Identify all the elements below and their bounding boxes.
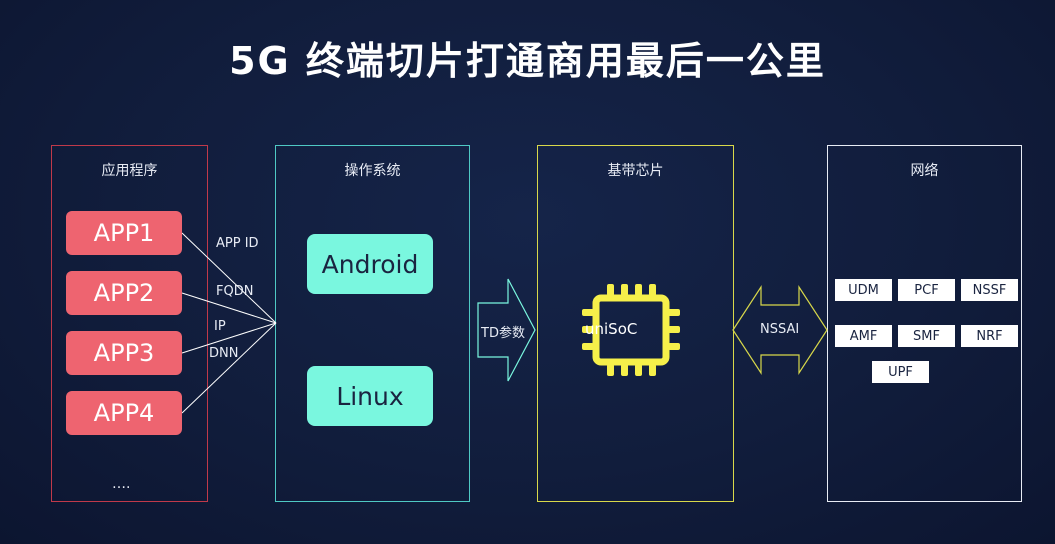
app-ellipsis: …. bbox=[112, 476, 131, 492]
app-button-3: APP3 bbox=[66, 331, 182, 375]
chip-icon bbox=[582, 284, 680, 376]
link-label-dnn: DNN bbox=[209, 346, 239, 361]
app-button-1: APP1 bbox=[66, 211, 182, 255]
nf-upf: UPF bbox=[872, 361, 929, 383]
network-panel: 网络 bbox=[827, 145, 1022, 502]
network-panel-label: 网络 bbox=[910, 163, 939, 179]
os-linux: Linux bbox=[307, 366, 433, 426]
td-arrow-label: TD参数 bbox=[481, 326, 525, 341]
link-label-ip: IP bbox=[214, 319, 226, 334]
app-panel: 应用程序 bbox=[51, 145, 208, 502]
baseband-panel: 基带芯片 bbox=[537, 145, 734, 502]
link-label-app-id: APP ID bbox=[216, 236, 259, 251]
connector-app3 bbox=[181, 322, 277, 354]
app-button-2: APP2 bbox=[66, 271, 182, 315]
page-title: 5G 终端切片打通商用最后一公里 bbox=[229, 39, 826, 83]
os-panel-label: 操作系统 bbox=[344, 163, 401, 179]
link-label-fqdn: FQDN bbox=[216, 284, 254, 299]
nf-smf: SMF bbox=[898, 325, 955, 347]
os-android: Android bbox=[307, 234, 433, 294]
app-panel-label: 应用程序 bbox=[101, 163, 158, 179]
nssai-arrow bbox=[732, 284, 828, 376]
nf-pcf: PCF bbox=[898, 279, 955, 301]
connector-app2 bbox=[181, 292, 277, 324]
connector-app1 bbox=[181, 232, 277, 324]
nf-nrf: NRF bbox=[961, 325, 1018, 347]
app-button-4: APP4 bbox=[66, 391, 182, 435]
chip-label: uniSoC bbox=[585, 320, 638, 338]
nf-nssf: NSSF bbox=[961, 279, 1018, 301]
nssai-label: NSSAI bbox=[760, 322, 800, 337]
nf-udm: UDM bbox=[835, 279, 892, 301]
baseband-panel-label: 基带芯片 bbox=[607, 163, 664, 179]
nf-amf: AMF bbox=[835, 325, 892, 347]
td-arrow bbox=[477, 278, 536, 382]
connector-app4 bbox=[181, 322, 277, 414]
